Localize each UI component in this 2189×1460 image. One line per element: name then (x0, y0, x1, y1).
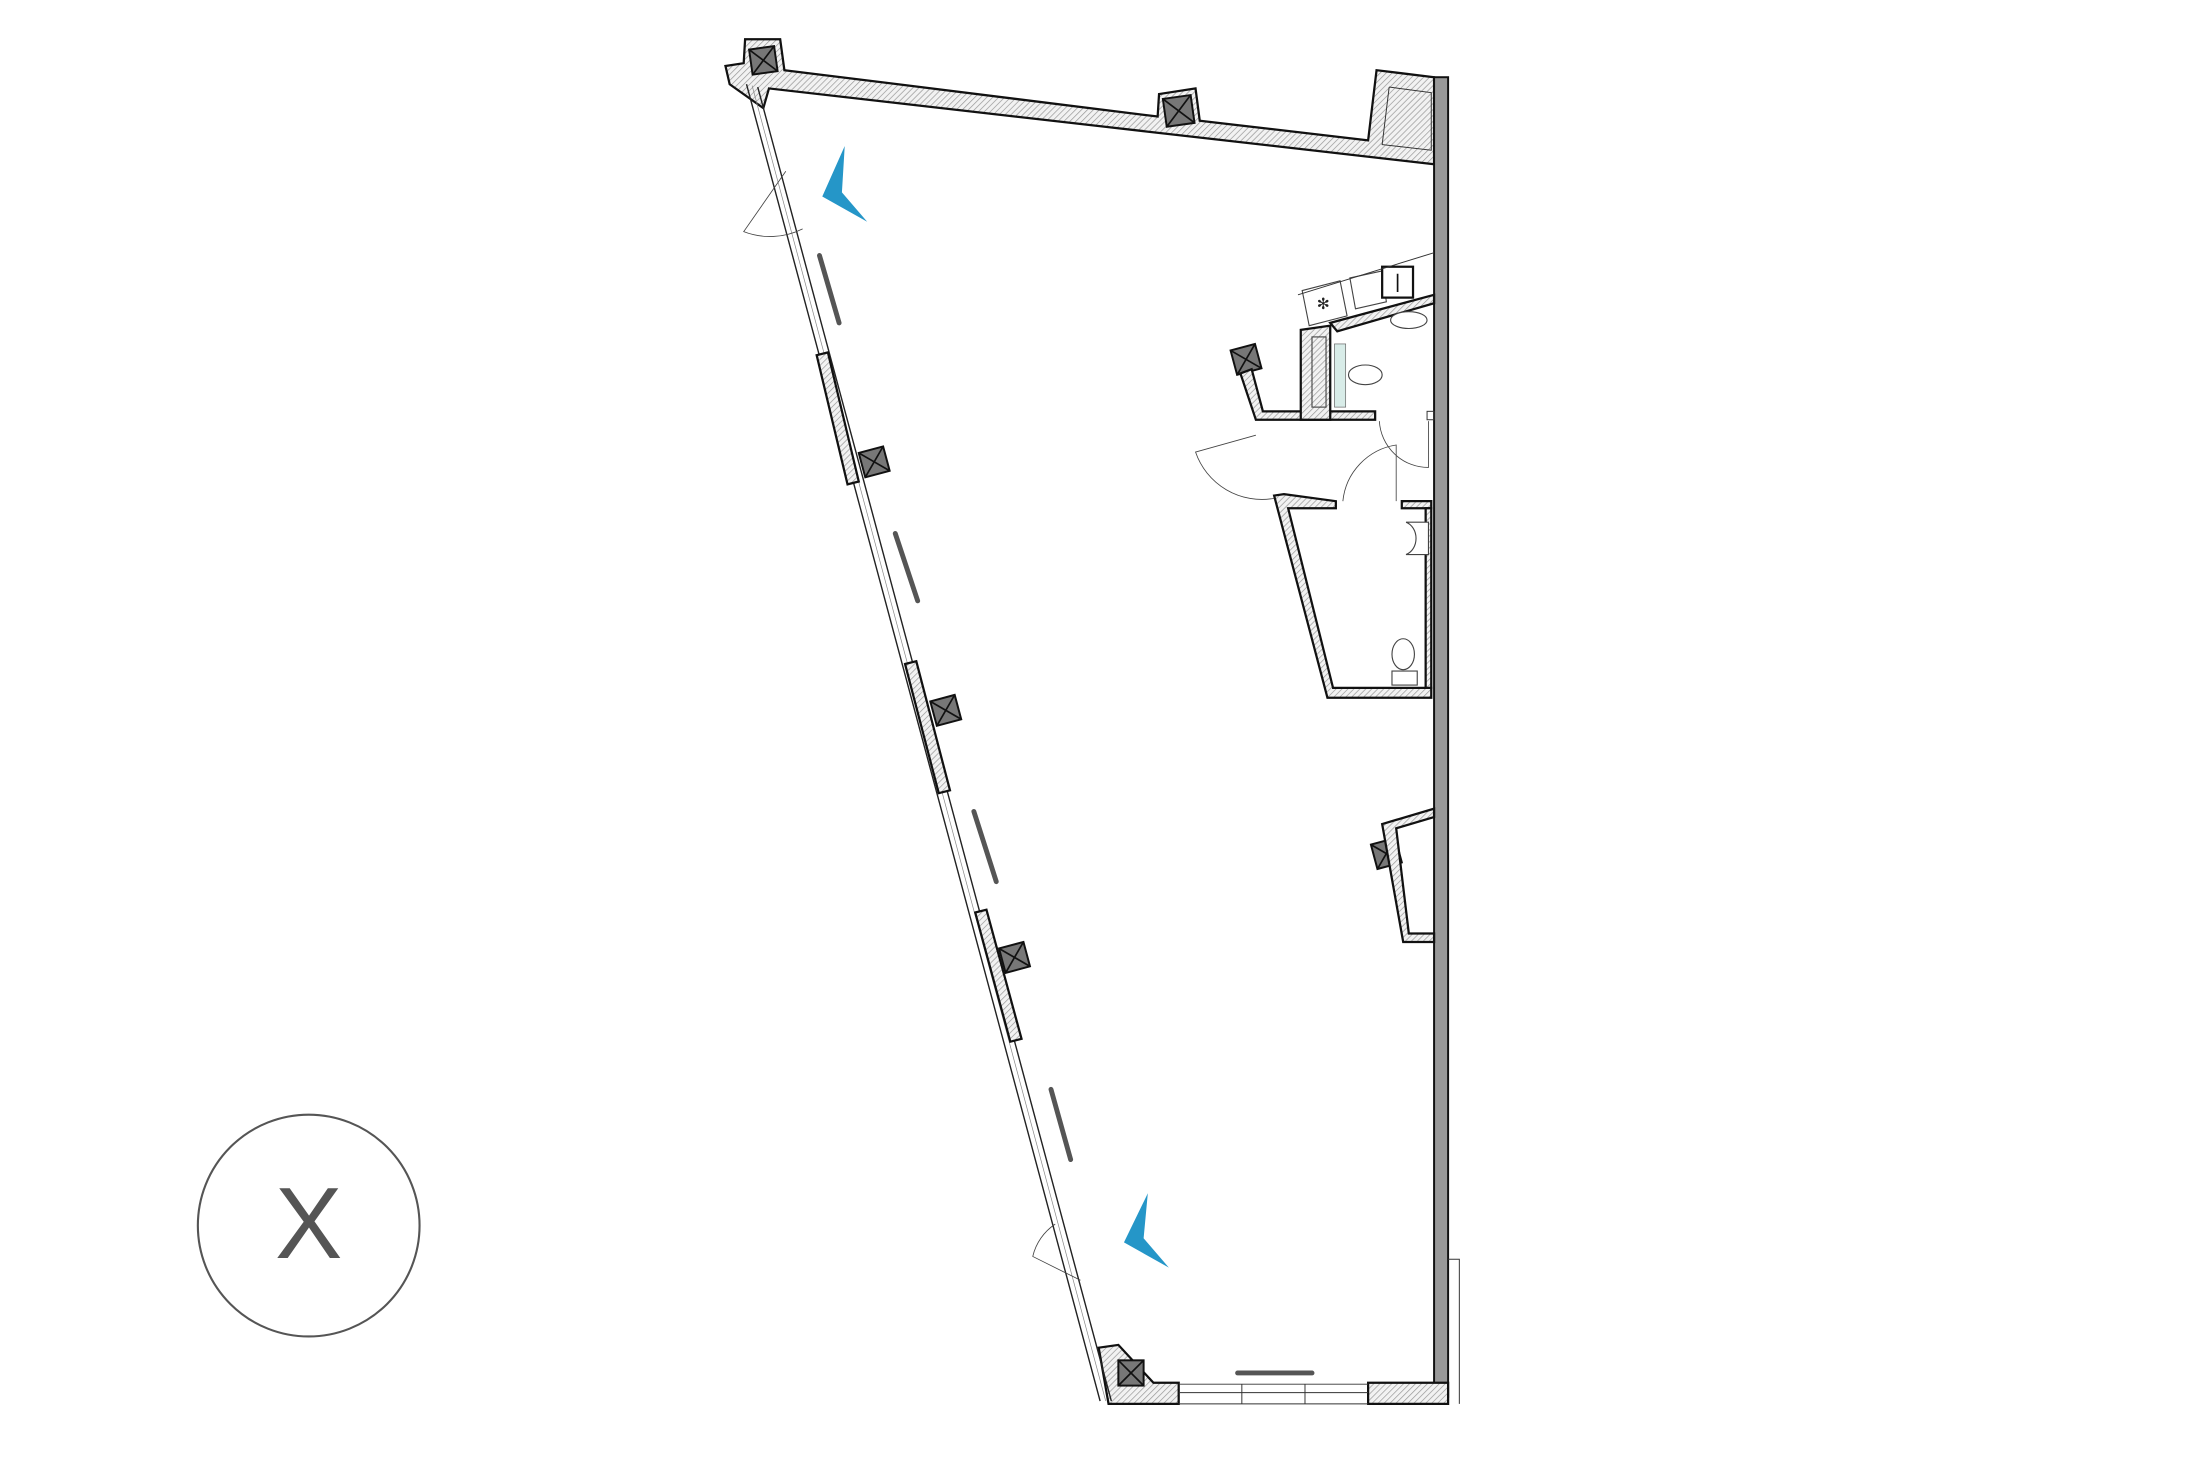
kitchen-counter: ✻ (1297, 252, 1435, 327)
bathroom-fixtures (1311, 311, 1430, 686)
column (929, 693, 963, 728)
column (1117, 1359, 1145, 1387)
shaft (1381, 86, 1432, 151)
left-facade (745, 84, 1113, 1402)
viewpoint-arrow-bottom (1123, 1193, 1169, 1268)
right-wall (1433, 76, 1450, 1398)
right-wall-edge (1448, 1258, 1460, 1404)
top-wall (724, 38, 1436, 166)
facade-radiators (817, 253, 1074, 1163)
bottom-wall-right (1367, 1381, 1450, 1405)
interior-doors (1194, 410, 1435, 502)
compass-label: X (275, 1168, 342, 1280)
hob-icon: ✻ (1317, 296, 1330, 313)
column (857, 445, 891, 479)
compass-marker: X (196, 1113, 421, 1338)
bottom-window (1178, 1383, 1369, 1405)
column (1161, 93, 1196, 128)
column (997, 940, 1032, 975)
viewpoint-arrow-top (822, 146, 868, 222)
column (747, 44, 779, 76)
columns (747, 44, 1404, 1387)
facade-doors (743, 171, 1081, 1281)
